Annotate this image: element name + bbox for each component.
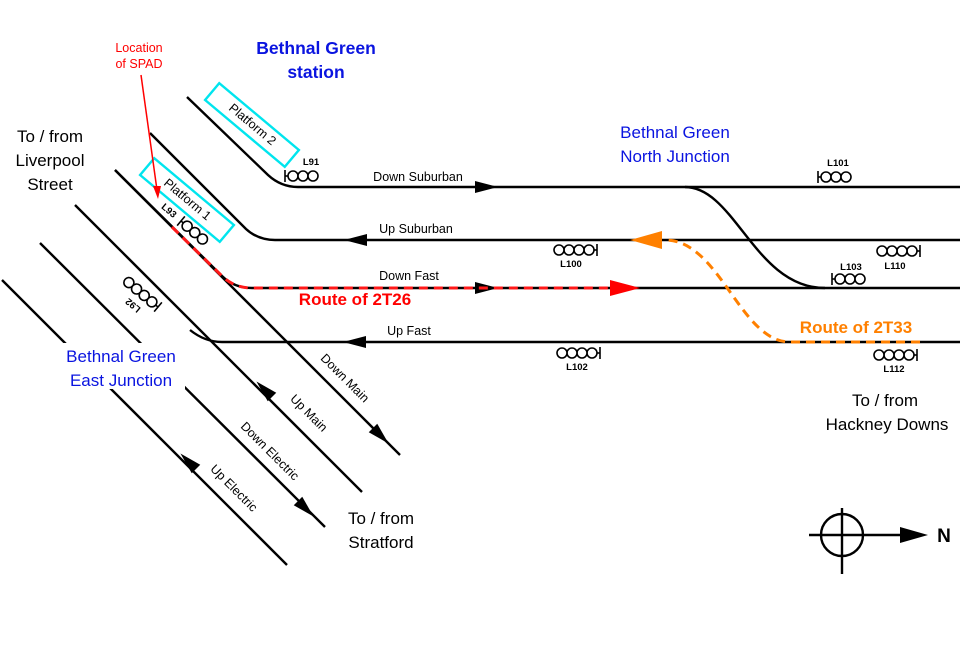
signal-L110-icon [876, 245, 921, 257]
line-label-down-suburban: Down Suburban [373, 170, 463, 184]
line-label-up-suburban: Up Suburban [379, 222, 453, 236]
station-name-line1: Bethnal Green [256, 38, 376, 58]
arrow-down-suburban-icon [475, 181, 498, 193]
arrow-up-electric-icon [180, 453, 201, 474]
arrow-down-electric-icon [293, 496, 314, 517]
dest-hackney-line1: To / from [852, 391, 918, 410]
line-label-up-fast: Up Fast [387, 324, 431, 338]
dest-liverpool-line3: Street [27, 175, 73, 194]
track-up-suburban [149, 132, 960, 242]
signal-L103-icon [831, 273, 866, 285]
signal-L112-icon [873, 349, 918, 361]
dest-liverpool-line1: To / from [17, 127, 83, 146]
north-arrow-icon [809, 508, 928, 574]
signal-L102-icon [556, 347, 601, 359]
signal-L91-icon [284, 170, 319, 182]
arrow-up-suburban-icon [344, 234, 367, 246]
signal-L100-label: L100 [560, 259, 582, 270]
spad-label-line1: Location [115, 41, 162, 55]
signal-L100-icon [553, 244, 598, 256]
arrow-down-main-icon [368, 423, 389, 444]
track-up-fast [189, 329, 960, 344]
arrow-up-main-icon [256, 381, 277, 402]
line-label-down-main: Down Main [318, 351, 372, 405]
signal-L92-icon [123, 276, 163, 313]
spad-pointer-arrow-icon [153, 186, 161, 199]
track-up-main [74, 204, 363, 493]
spad-label-line2: of SPAD [115, 57, 162, 71]
north-junction-line2: North Junction [620, 147, 730, 166]
line-label-up-main: Up Main [287, 392, 330, 435]
signal-L101-icon [817, 171, 852, 183]
east-junction-line1: Bethnal Green [66, 347, 176, 366]
spad-pointer-line [140, 74, 158, 191]
route-2T26-label: Route of 2T26 [299, 290, 411, 309]
line-label-up-electric: Up Electric [208, 462, 261, 515]
east-junction-line2: East Junction [70, 371, 172, 390]
platform-2-outline [203, 81, 301, 169]
dest-liverpool-line2: Liverpool [16, 151, 85, 170]
platform-2: Platform 2 [203, 81, 301, 169]
route-2T26-arrow-icon [610, 280, 640, 296]
track-up-electric [1, 279, 288, 566]
signal-L103-label: L103 [840, 262, 862, 273]
platform-1-outline [138, 156, 236, 244]
north-junction-line1: Bethnal Green [620, 123, 730, 142]
east-junction-label-bg [55, 343, 185, 389]
dest-stratford-line2: Stratford [348, 533, 413, 552]
track-crossover-north [684, 185, 826, 290]
signal-L93-icon [176, 215, 209, 245]
route-2T33-label: Route of 2T33 [800, 318, 912, 337]
station-name-line2: station [287, 62, 344, 82]
north-label: N [937, 526, 951, 547]
route-2T33-arrow-icon [630, 231, 662, 249]
dest-hackney-line2: Hackney Downs [826, 415, 949, 434]
route-2T33-path [664, 238, 920, 344]
signal-L112-label: L112 [883, 364, 904, 375]
signal-L91-label: L91 [303, 157, 320, 168]
dest-stratford-line1: To / from [348, 509, 414, 528]
arrow-up-fast-icon [343, 336, 366, 348]
signal-L110-label: L110 [884, 261, 905, 272]
track-down-suburban [186, 96, 960, 189]
line-label-down-fast: Down Fast [379, 269, 439, 283]
signal-L101-label: L101 [827, 158, 849, 169]
signal-L102-label: L102 [566, 362, 588, 373]
track-down-main [114, 169, 401, 456]
